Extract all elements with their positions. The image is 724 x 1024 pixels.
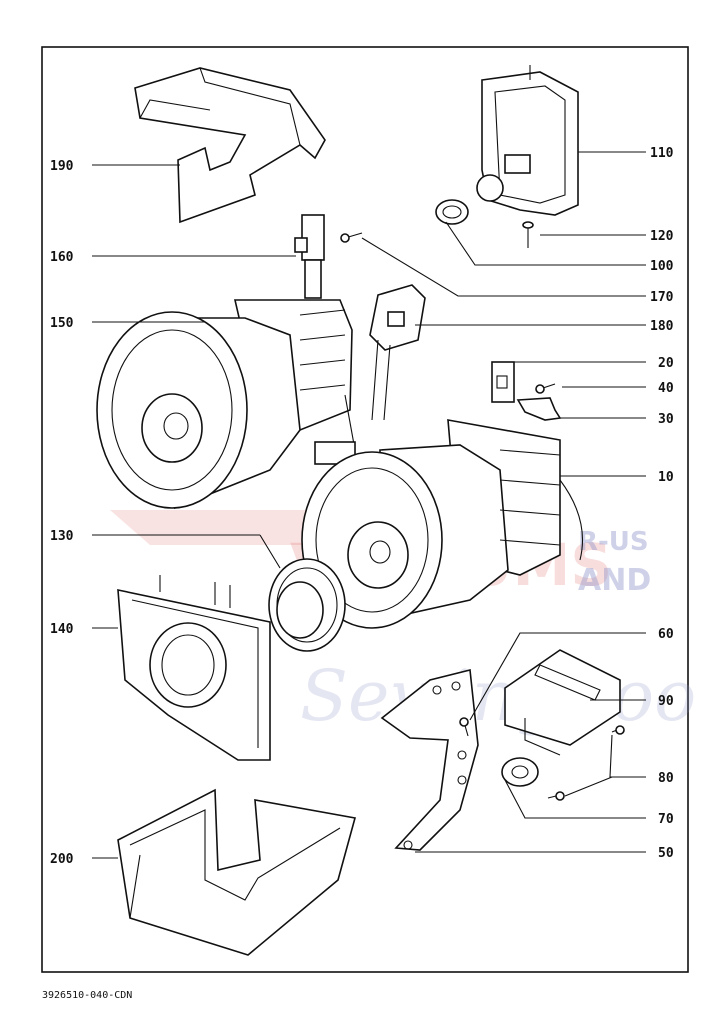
- watermark-line2: R-US: [578, 527, 649, 557]
- label-40: 40: [658, 381, 674, 396]
- part-labels: 190 160 150 130 140 200 110 120 100 170 …: [50, 146, 674, 867]
- diagram-frame: [41, 46, 689, 973]
- label-110: 110: [650, 146, 674, 161]
- label-80: 80: [658, 771, 674, 786]
- label-30: 30: [658, 412, 674, 427]
- part-160-carbon-brush: [294, 214, 325, 299]
- label-90: 90: [658, 694, 674, 709]
- label-100: 100: [650, 259, 674, 274]
- label-190: 190: [50, 159, 74, 174]
- part-180-brush-holder: [369, 284, 426, 421]
- label-130: 130: [50, 529, 74, 544]
- label-170: 170: [650, 290, 674, 305]
- label-70: 70: [658, 812, 674, 827]
- label-20: 20: [658, 356, 674, 371]
- label-160: 160: [50, 250, 74, 265]
- label-140: 140: [50, 622, 74, 637]
- watermark-line3: AND: [578, 563, 651, 598]
- watermark-line4: Sewing too: [300, 655, 696, 737]
- part-40-screw: [535, 383, 556, 394]
- label-10: 10: [658, 470, 674, 485]
- part-80-screws: [547, 725, 625, 801]
- part-20-brush: [491, 361, 515, 403]
- label-150: 150: [50, 316, 74, 331]
- label-60: 60: [658, 627, 674, 642]
- document-code: 3926510-040-CDN: [42, 990, 133, 1001]
- part-190-top-cover: [134, 67, 326, 224]
- part-100-bushing: [435, 199, 469, 225]
- label-120: 120: [650, 229, 674, 244]
- part-70-thermal-switch: [501, 757, 539, 787]
- part-30-clip: [516, 397, 562, 421]
- label-200: 200: [50, 852, 74, 867]
- label-180: 180: [650, 319, 674, 334]
- part-140-filter-frame: [117, 575, 271, 761]
- part-60-screw: [459, 717, 469, 737]
- part-50-bracket: [380, 669, 479, 851]
- part-110-rear-housing: [476, 65, 579, 216]
- part-130-ring: [268, 558, 346, 652]
- label-50: 50: [658, 846, 674, 861]
- part-150-motor: [96, 299, 356, 510]
- part-200-tray: [117, 788, 357, 956]
- part-120-screw: [522, 221, 534, 248]
- leader-lines: [92, 151, 646, 859]
- part-170-screw: [340, 232, 363, 243]
